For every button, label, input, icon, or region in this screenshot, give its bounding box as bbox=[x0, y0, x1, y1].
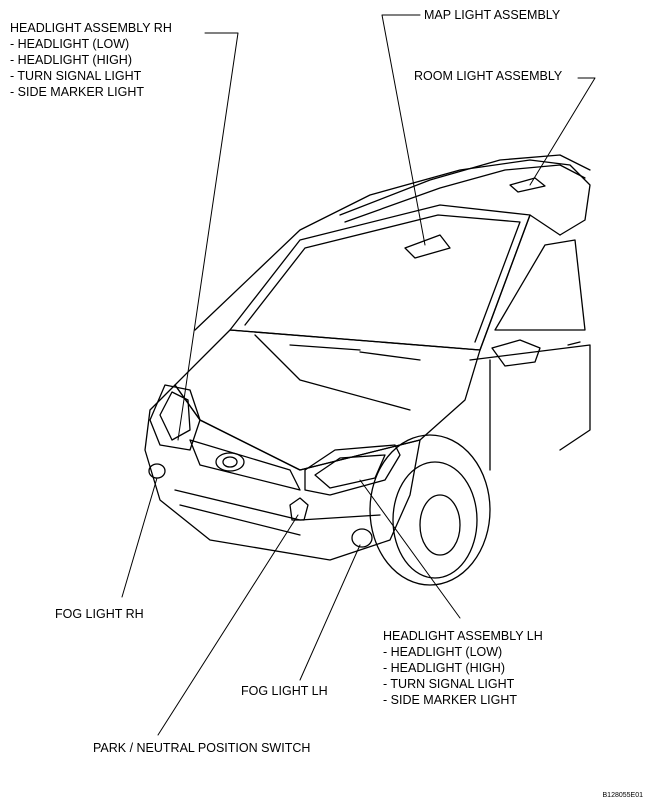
roof-outline bbox=[194, 159, 591, 331]
fog-light-rh-label: FOG LIGHT RH bbox=[55, 607, 144, 621]
headlight-rh-shape bbox=[149, 384, 201, 451]
leader-park-switch bbox=[157, 514, 299, 736]
room-light-shape bbox=[509, 177, 546, 193]
headlight-lh-item: - HEADLIGHT (LOW) bbox=[383, 645, 503, 659]
headlight-rh-inner bbox=[159, 391, 191, 441]
map-light-label: MAP LIGHT ASSEMBLY bbox=[424, 8, 561, 22]
leader-room-light bbox=[529, 77, 596, 186]
front-wheel-hub bbox=[419, 494, 461, 556]
room-light-label: ROOM LIGHT ASSEMBLY bbox=[414, 69, 563, 83]
figure-code: B128055E01 bbox=[602, 792, 643, 799]
leader-headlight-rh bbox=[177, 32, 239, 441]
lower-grille bbox=[174, 489, 381, 536]
wipers bbox=[289, 344, 421, 361]
roof-rail-inner bbox=[344, 164, 586, 223]
park-switch-shape bbox=[289, 497, 309, 521]
leader-fog-lh bbox=[299, 544, 361, 681]
headlight-lh-title: HEADLIGHT ASSEMBLY LH bbox=[383, 629, 543, 643]
map-light-shape bbox=[404, 234, 451, 259]
side-mirror bbox=[491, 339, 541, 367]
headlight-lh-shape bbox=[304, 444, 401, 496]
headlight-lh-label: HEADLIGHT ASSEMBLY LH - HEADLIGHT (LOW) … bbox=[383, 628, 543, 708]
toyota-emblem-inner bbox=[222, 456, 238, 468]
windshield bbox=[229, 204, 531, 351]
front-wheel bbox=[392, 461, 478, 579]
leader-fog-rh bbox=[121, 477, 158, 598]
windshield-inner bbox=[244, 214, 521, 343]
headlight-lh-item: - HEADLIGHT (HIGH) bbox=[383, 661, 505, 675]
headlight-lh-item: - SIDE MARKER LIGHT bbox=[383, 693, 518, 707]
fog-light-lh-shape bbox=[351, 528, 373, 548]
leader-map-light bbox=[381, 14, 426, 246]
park-neutral-label: PARK / NEUTRAL POSITION SWITCH bbox=[93, 741, 311, 755]
side-window bbox=[494, 239, 586, 331]
hood-crease bbox=[254, 334, 411, 411]
front-wheel-arch bbox=[369, 434, 491, 586]
toyota-emblem bbox=[215, 452, 245, 472]
a-pillar bbox=[479, 214, 561, 351]
headlight-rh-label: HEADLIGHT ASSEMBLY RH - HEADLIGHT (LOW) … bbox=[10, 20, 172, 100]
headlight-rh-item: - HEADLIGHT (LOW) bbox=[10, 37, 130, 51]
headlight-rh-item: - SIDE MARKER LIGHT bbox=[10, 85, 145, 99]
front-face bbox=[144, 384, 421, 561]
door-handle bbox=[567, 341, 581, 346]
grille bbox=[189, 439, 301, 491]
headlight-rh-item: - TURN SIGNAL LIGHT bbox=[10, 69, 142, 83]
headlight-rh-item: - HEADLIGHT (HIGH) bbox=[10, 53, 132, 67]
fog-light-lh-label: FOG LIGHT LH bbox=[241, 684, 328, 698]
roof-rail bbox=[339, 154, 591, 216]
headlight-lh-inner bbox=[314, 454, 386, 489]
side-body bbox=[469, 344, 591, 451]
headlight-rh-title: HEADLIGHT ASSEMBLY RH bbox=[10, 21, 172, 35]
leader-headlight-lh bbox=[359, 479, 461, 619]
headlight-lh-item: - TURN SIGNAL LIGHT bbox=[383, 677, 515, 691]
